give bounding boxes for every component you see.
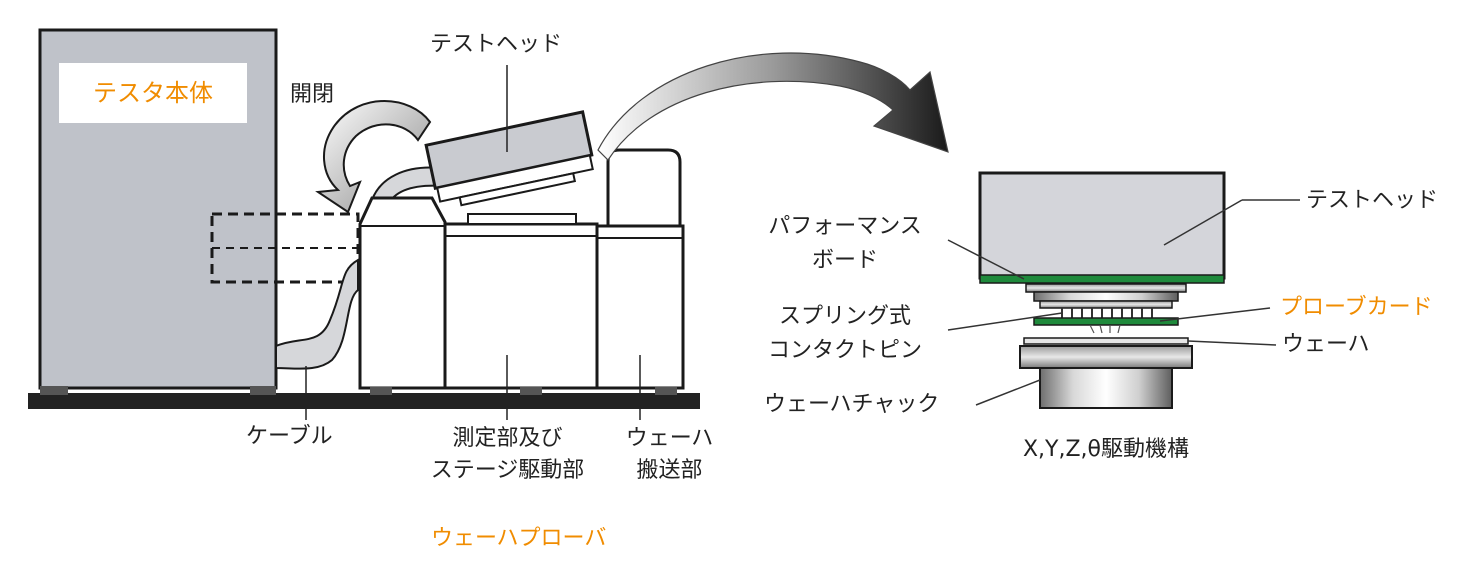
spring-contact-pins — [1061, 308, 1153, 318]
probe-card-label: プローブカード — [1280, 295, 1433, 320]
stage-plate — [467, 213, 577, 225]
leader-spring — [947, 312, 1063, 331]
test-head-right-label: テストヘッド — [1306, 188, 1439, 213]
probe-needles — [1089, 324, 1121, 334]
test-head-tilted — [424, 110, 594, 207]
measure-label-line2: ステージ駆動部 — [430, 458, 585, 483]
prober-foot-2 — [520, 387, 542, 395]
connector-ring-2 — [1033, 291, 1179, 302]
leader-test-head-right — [1163, 199, 1243, 246]
prober-left-unit — [358, 196, 447, 390]
cable — [275, 258, 359, 370]
performance-label-line1: パフォーマンス — [768, 214, 922, 239]
tester-foot-right — [250, 386, 276, 395]
chuck-body — [1039, 367, 1173, 409]
spring-label-line1: スプリング式 — [778, 304, 911, 329]
wafer-prober-label: ウェーハプローバ — [431, 526, 607, 551]
xyz-drive-label: X,Y,Z,θ駆動機構 — [1022, 437, 1190, 462]
transport-tower — [606, 148, 682, 228]
measure-stage-unit — [443, 222, 599, 390]
performance-board — [979, 274, 1225, 284]
prober-foot-3 — [655, 387, 677, 395]
tester-foot-left — [40, 386, 68, 395]
chuck-top — [1019, 345, 1193, 369]
test-head-left-label: テストヘッド — [430, 32, 563, 57]
leader-chuck — [975, 379, 1041, 406]
wafer-disk — [1023, 337, 1189, 345]
cable-label: ケーブル — [246, 424, 333, 449]
leader-wafer — [1187, 340, 1277, 346]
measure-label-line1: 測定部及び — [452, 426, 563, 451]
spring-label-line2: コンタクトピン — [767, 338, 922, 363]
leader-probe-card — [1159, 307, 1271, 322]
test-head-box — [978, 171, 1226, 280]
performance-label-line2: ボード — [811, 248, 878, 273]
zoom-arrow — [597, 52, 949, 161]
floor-base — [28, 393, 700, 409]
prober-foot-1 — [370, 387, 392, 395]
leader-performance — [947, 239, 1025, 280]
wafer-chuck-label: ウェーハチャック — [764, 392, 940, 417]
probe-card — [1033, 317, 1179, 326]
connector-ring-3 — [1039, 300, 1173, 309]
tester-body-label: テスタ本体 — [59, 63, 247, 123]
transport-label-line1: ウェーハ — [625, 426, 714, 451]
open-close-label: 開閉 — [290, 82, 335, 107]
open-close-arrow — [315, 100, 432, 214]
wafer-label: ウェーハ — [1282, 332, 1370, 357]
transport-label-line2: 搬送部 — [636, 458, 703, 483]
connector-ring-1 — [1025, 283, 1187, 293]
tester-body-text: テスタ本体 — [93, 79, 213, 107]
